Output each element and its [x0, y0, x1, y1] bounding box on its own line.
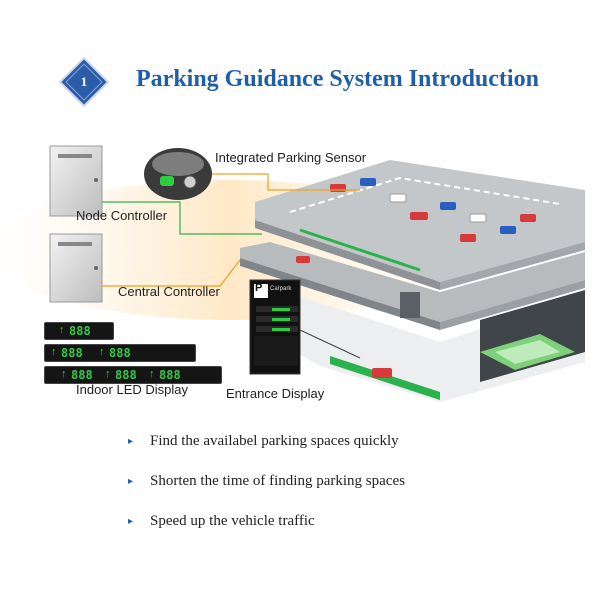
section-number-badge: 1	[58, 56, 110, 108]
entrance-sign-letter: P	[255, 282, 263, 294]
node-connector-line	[102, 201, 262, 235]
lower-parking-deck	[240, 242, 585, 330]
bullet-triangle-icon: ▸	[128, 476, 134, 487]
led-digits: 888	[71, 368, 93, 382]
badge-number: 1	[80, 74, 88, 89]
parking-sensor-device	[144, 148, 212, 200]
central-connector-line	[102, 259, 241, 287]
central-controller-label: Central Controller	[118, 284, 220, 299]
led-digits: 888	[69, 324, 91, 338]
parking-system-diagram: P Carpark 888 ↑ ↑ 888 ↑ 888 ↑ 888 ↑ 888 …	[0, 130, 600, 430]
arrow-up-icon: ↑	[105, 368, 111, 380]
indoor-led-label: Indoor LED Display	[76, 382, 188, 397]
diamond-badge-icon	[58, 56, 110, 108]
entrance-connector-line	[299, 329, 361, 359]
arrow-up-icon: ↑	[51, 346, 57, 358]
arrow-up-icon: ↑	[149, 368, 155, 380]
led-digits: 888	[61, 346, 83, 360]
led-display-small: 888 ↑	[44, 322, 114, 340]
arrow-up-icon: ↑	[99, 346, 105, 358]
arrow-up-icon: ↑	[59, 324, 65, 336]
node-controller-label: Node Controller	[76, 208, 168, 223]
page-title: Parking Guidance System Introduction	[136, 66, 539, 92]
central-controller-box	[49, 233, 103, 303]
entrance-display-panel	[249, 279, 301, 375]
led-digits: 888	[109, 346, 131, 360]
bullet-triangle-icon: ▸	[128, 436, 134, 447]
list-item-text: Speed up the vehicle traffic	[150, 513, 315, 529]
entrance-sign-brand: Carpark	[270, 286, 292, 292]
ground-level	[250, 280, 585, 402]
led-digits: 888	[115, 368, 137, 382]
entrance-display-label: Entrance Display	[226, 386, 325, 401]
integrated-sensor-label: Integrated Parking Sensor	[215, 150, 367, 165]
led-display-medium: ↑ 888 ↑ 888	[44, 344, 196, 362]
list-item-text: Shorten the time of finding parking spac…	[150, 473, 405, 489]
sensor-connector-line	[212, 173, 360, 191]
node-controller-box	[49, 145, 103, 217]
list-item-text: Find the availabel parking spaces quickl…	[150, 433, 399, 449]
green-floor-pattern	[480, 334, 575, 370]
arrow-up-icon: ↑	[61, 368, 67, 380]
bullet-triangle-icon: ▸	[128, 516, 134, 527]
led-digits: 888	[159, 368, 181, 382]
led-display-large: ↑ 888 ↑ 888 ↑ 888	[44, 366, 222, 384]
